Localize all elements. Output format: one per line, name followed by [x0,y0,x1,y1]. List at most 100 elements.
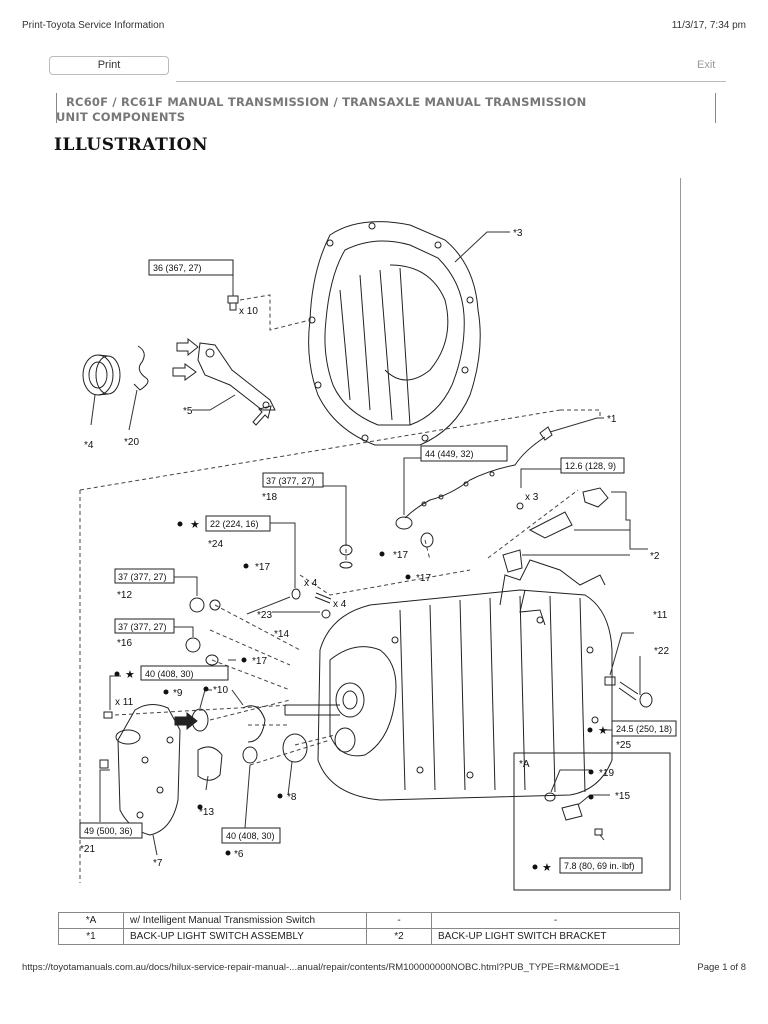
bullet-icon [277,793,283,799]
section-heading: ILLUSTRATION [54,135,209,155]
clip-drawing [133,345,149,391]
bullet-icon [197,804,203,810]
callout-label: *18 [262,492,277,503]
inset-frame [513,752,671,891]
callout-label: *22 [654,646,669,657]
gasket-drawing [420,532,434,548]
release-fork-drawing [197,342,276,411]
plug-drawing [189,597,205,613]
backup-light-switch-drawing [395,426,553,530]
bolt-drawing [103,711,113,719]
page-header-title: Print-Toyota Service Information [22,20,165,31]
gasket-drawing [339,561,353,569]
switch-bracket-drawing [502,487,609,573]
callout-label: *6 [234,849,244,860]
gasket-drawing [209,599,221,611]
quantity-label: x 11 [115,697,134,708]
o-ring-drawing [282,733,308,763]
callout-label: *17 [416,573,431,584]
callout-label: *2 [650,551,660,562]
callout-label: *9 [173,688,183,699]
bullet-icon [241,657,247,663]
torque-spec-label: 7.8 (80, 69 in.·lbf) [564,861,635,871]
callout-label: *1 [607,414,617,425]
callout-label: *23 [257,610,272,621]
bullet-icon [177,521,183,527]
bearing-retainer-drawing [115,704,209,836]
plate-drawing [197,746,223,781]
symbol-markers [114,521,594,870]
direction-arrow-icon [174,711,198,731]
page-header-timestamp: 11/3/17, 7:34 pm [671,20,746,31]
callout-label: *19 [599,768,614,779]
bullet-icon [587,727,593,733]
direction-arrow-icon [252,405,272,426]
nut-drawing [242,746,258,764]
callout-label: *21 [80,844,95,855]
star-icon: ★ [598,724,608,737]
footer-url: https://toyotamanuals.com.au/docs/hilux-… [22,962,620,973]
callout-label: *11 [653,610,668,621]
torque-spec-label: 37 (377, 27) [266,476,315,486]
switch-drawing [561,803,583,821]
torque-spec-label: 22 (224, 16) [210,519,259,529]
callout-label: *10 [213,685,228,696]
bolt-drawing [594,828,603,836]
torque-spec-label: 37 (377, 27) [118,622,167,632]
print-button[interactable]: Print [49,56,169,75]
star-icon: ★ [190,518,200,531]
callout-label: *3 [513,228,523,239]
figure-border [680,178,681,900]
star-icon: ★ [125,668,135,681]
bullet-icon [405,574,411,580]
callout-label: *13 [199,807,214,818]
callout-label: *7 [153,858,163,869]
legend-code: - [366,912,432,929]
legend-description: - [431,912,680,929]
legend-code: *A [58,912,124,929]
callout-label: *17 [255,562,270,573]
bullet-icon [588,794,594,800]
exit-link[interactable]: Exit [697,59,716,71]
parts-legend-table: *A w/ Intelligent Manual Transmission Sw… [58,912,680,945]
transmission-case-drawing [284,559,613,801]
legend-code: *1 [58,928,124,945]
callout-label: *20 [124,437,139,448]
plug-drawing [604,676,616,686]
snap-ring-drawing [242,705,266,743]
callout-label: *4 [84,440,94,451]
torque-spec-label: 24.5 (250, 18) [616,724,672,734]
plug-drawing [185,637,201,653]
document-title-line2: UNIT COMPONENTS [56,110,186,124]
bullet-icon [243,563,249,569]
pin-drawing [618,681,639,701]
direction-arrow-icon [172,363,197,381]
bolt-drawing [99,759,109,769]
torque-spec-label: 40 (408, 30) [226,831,275,841]
torque-spec-label: 44 (449, 32) [425,449,474,459]
callout-label: *12 [117,590,132,601]
transmission-exploded-diagram: 36 (367, 27) 44 (449, 32) 37 (377, 27) 1… [79,221,677,891]
bolt-drawing [227,295,239,311]
bullet-icon [379,551,385,557]
plug-drawing [291,588,301,600]
bullet-icon [225,850,231,856]
bullet-icon [532,864,538,870]
bullet-icon [588,769,594,775]
legend-code: *2 [366,928,432,945]
toolbar-divider [176,81,726,82]
document-title-line1: RC60F / RC61F MANUAL TRANSMISSION / TRAN… [66,95,587,109]
torque-spec-label: 36 (367, 27) [153,263,202,273]
torque-spec-label: 37 (377, 27) [118,572,167,582]
torque-spec-label: 12.6 (128, 9) [565,461,616,471]
legend-description: BACK-UP LIGHT SWITCH BRACKET [431,928,680,945]
callout-label: *14 [274,629,289,640]
callout-label: *17 [252,656,267,667]
legend-description: BACK-UP LIGHT SWITCH ASSEMBLY [123,928,367,945]
torque-spec-label: 49 (500, 36) [84,826,133,836]
callout-label: *5 [183,406,193,417]
quantity-label: x 4 [304,578,318,589]
callout-label: *24 [208,539,223,550]
bullet-icon [163,689,169,695]
callout-label: *15 [615,791,630,802]
